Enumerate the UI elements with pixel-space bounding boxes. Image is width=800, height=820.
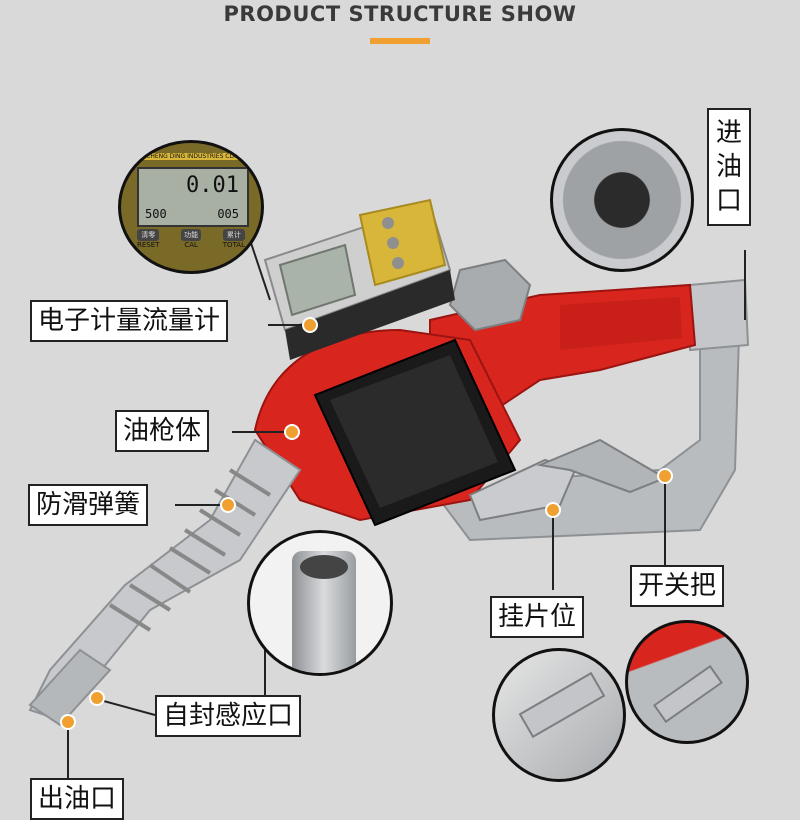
clip-detail-circle [492, 648, 626, 782]
meter-brand: CHENG DING INDUSTRIES CDI [137, 153, 245, 160]
meter-detail-circle: CHENG DING INDUSTRIES CDI 0.01 500 005 清… [118, 140, 264, 274]
label-inlet: 进油口 [707, 108, 751, 226]
label-anti-slip-spring: 防滑弹簧 [28, 484, 149, 526]
switch-detail-circle [625, 620, 749, 744]
flow-meter-base [285, 270, 455, 360]
label-seal-port: 自封感应口 [155, 695, 302, 737]
label-clip-position: 挂片位 [490, 596, 585, 638]
grip-texture [560, 297, 682, 350]
spout-tip [28, 648, 112, 727]
switch-lever [536, 438, 668, 494]
label-flow-meter: 电子计量流量计 [30, 300, 229, 342]
meter-button-1 [382, 217, 394, 229]
label-switch-handle: 开关把 [630, 565, 725, 607]
meter-button-3 [392, 257, 404, 269]
meter-reading-main: 0.01 [186, 173, 239, 198]
fuel-nozzle-illustration [28, 198, 750, 790]
clip-lever [518, 671, 606, 739]
flow-meter-screen [278, 243, 357, 317]
inlet-coupling [689, 278, 750, 352]
label-outlet: 出油口 [30, 778, 125, 820]
meter-lcd: 0.01 500 005 [137, 167, 249, 227]
seal-port-detail-circle [247, 530, 393, 676]
meter-reading-right: 005 [217, 207, 239, 221]
seal-port-hole [300, 555, 348, 579]
title-underline [370, 38, 430, 44]
page-title: PRODUCT STRUCTURE SHOW [223, 2, 577, 26]
hex-nut [448, 258, 532, 332]
flow-meter-faceplate [358, 198, 447, 287]
meter-button-2 [387, 237, 399, 249]
meter-reading-left: 500 [145, 207, 167, 221]
inlet-detail-circle [550, 128, 694, 272]
switch-lever-detail [653, 664, 723, 724]
cover-plate-inner [330, 355, 498, 508]
label-nozzle-body: 油枪体 [115, 410, 210, 452]
callout-dots [60, 317, 673, 730]
